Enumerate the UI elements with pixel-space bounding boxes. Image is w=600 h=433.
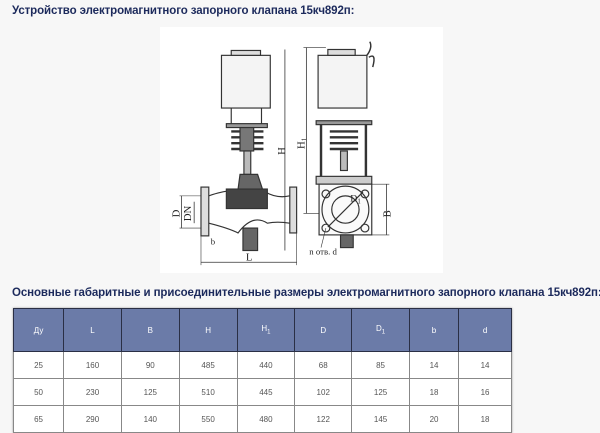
table-cell: 480 [236,405,296,433]
table-cell: 50 [12,378,65,406]
table-cell: 445 [236,378,296,406]
column-header: Ду [12,308,65,352]
table-cell: 20 [408,405,460,433]
column-header: b [408,308,460,352]
column-header: H [178,308,238,352]
label-L: L [246,251,253,263]
table-cell: 122 [294,405,353,433]
table-cell: 16 [458,378,512,406]
column-header-label: b [431,325,437,335]
table-cell: 25 [12,351,65,379]
label-b: b [211,237,216,247]
label-B: B [381,210,393,217]
label-H1: H1 [295,138,308,149]
table-cell: 440 [236,351,296,379]
table-cell: 85 [351,351,410,379]
table-cell: 14 [408,351,460,379]
column-header-label: H [261,324,268,334]
table-cell: 65 [12,405,65,433]
column-header-subscript: 1 [381,329,386,336]
table-cell: 145 [351,405,410,433]
table-cell: 102 [294,378,353,406]
column-header: d [458,308,512,352]
table-cell: 510 [178,378,238,406]
table-cell: 90 [120,351,180,379]
column-header: H1 [236,308,296,352]
table-cell: 18 [408,378,460,406]
label-D1: D1 [350,194,360,206]
label-H: H [276,147,288,155]
table-cell: 68 [294,351,353,379]
table-cell: 14 [458,351,512,379]
table-cell: 485 [178,351,238,379]
column-header: D1 [351,308,410,352]
table-cell: 230 [63,378,122,406]
table-cell: 160 [63,351,122,379]
column-header-label: D [320,325,327,335]
table-cell: 125 [351,378,410,406]
column-header-label: D [376,324,382,334]
column-header-subscript: 1 [267,329,271,336]
label-D: D [171,209,183,217]
section-title-device: Устройство электромагнитного запорного к… [12,5,355,17]
column-header: D [294,308,353,352]
valve-drawing: D DN b L H H1 B D1 n отв. d [160,27,443,273]
table-cell: 550 [178,405,238,433]
column-header-label: L [90,325,95,335]
column-header: L [63,308,122,352]
label-holes: n отв. d [309,246,337,256]
label-DN: DN [182,205,194,221]
table-cell: 125 [120,378,180,406]
column-header-label: d [482,325,488,335]
column-header: B [120,308,180,352]
column-header-label: Ду [33,325,44,335]
valve-schematic: D DN b L H H1 B D1 n отв. d [171,41,393,266]
table-cell: 140 [120,405,180,433]
table-cell: 18 [458,405,512,433]
section-title-dimensions: Основные габаритные и присоединительные … [12,287,600,299]
column-header-label: H [205,325,211,335]
table-cell: 290 [63,405,122,433]
column-header-label: B [147,325,153,335]
